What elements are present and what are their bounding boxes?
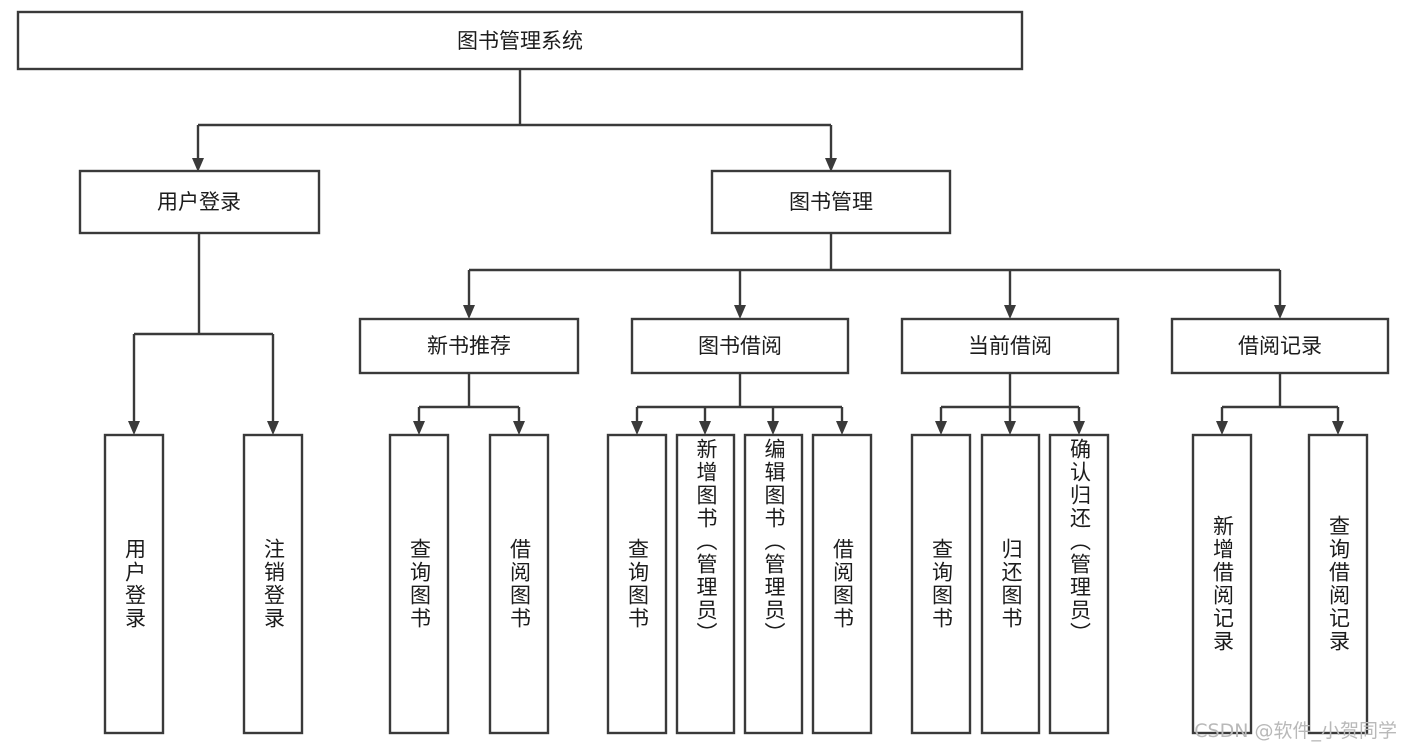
connector-bookborrow-to-leaves — [631, 373, 848, 435]
node-leaf-query-book-1[interactable] — [388, 433, 450, 735]
connector-bookmanage-to-level3 — [463, 233, 1286, 319]
connector-userlogin-to-leaves — [128, 233, 279, 435]
connector-borrowrecord-to-leaves — [1216, 373, 1344, 435]
node-leaf-return-book[interactable] — [980, 433, 1041, 735]
node-user-login[interactable] — [78, 169, 321, 235]
node-leaf-query-book-2[interactable] — [606, 433, 668, 735]
node-leaf-edit-book-admin[interactable] — [743, 433, 804, 735]
node-leaf-logout-login[interactable] — [242, 433, 304, 735]
node-leaf-borrow-book-2[interactable] — [811, 433, 873, 735]
connector-newbookrec-to-leaves — [413, 373, 525, 435]
node-new-book-recommend-label: 新书推荐 — [427, 334, 511, 358]
node-leaf-add-borrow-record[interactable] — [1191, 433, 1253, 735]
node-current-borrow[interactable] — [900, 317, 1120, 375]
node-leaf-borrow-book-1[interactable] — [488, 433, 550, 735]
node-new-book-recommend[interactable] — [358, 317, 580, 375]
node-leaf-add-book-admin[interactable] — [675, 433, 736, 735]
node-borrow-record[interactable] — [1170, 317, 1390, 375]
node-borrow-record-label: 借阅记录 — [1238, 334, 1322, 358]
node-leaf-user-login[interactable] — [103, 433, 165, 735]
node-root-label: 图书管理系统 — [457, 29, 583, 53]
node-book-manage-label: 图书管理 — [789, 190, 873, 214]
node-book-borrow[interactable] — [630, 317, 850, 375]
node-user-login-label: 用户登录 — [157, 190, 241, 214]
connector-currentborrow-to-leaves — [935, 373, 1085, 435]
node-leaf-query-borrow-record[interactable] — [1307, 433, 1369, 735]
node-leaf-query-book-3[interactable] — [910, 433, 972, 735]
node-current-borrow-label: 当前借阅 — [968, 334, 1052, 358]
node-root[interactable] — [16, 10, 1024, 71]
connector-root-to-level2 — [192, 69, 837, 172]
node-book-borrow-label: 图书借阅 — [698, 334, 782, 358]
node-book-manage[interactable] — [710, 169, 952, 235]
node-leaf-confirm-return-admin[interactable] — [1048, 433, 1110, 735]
